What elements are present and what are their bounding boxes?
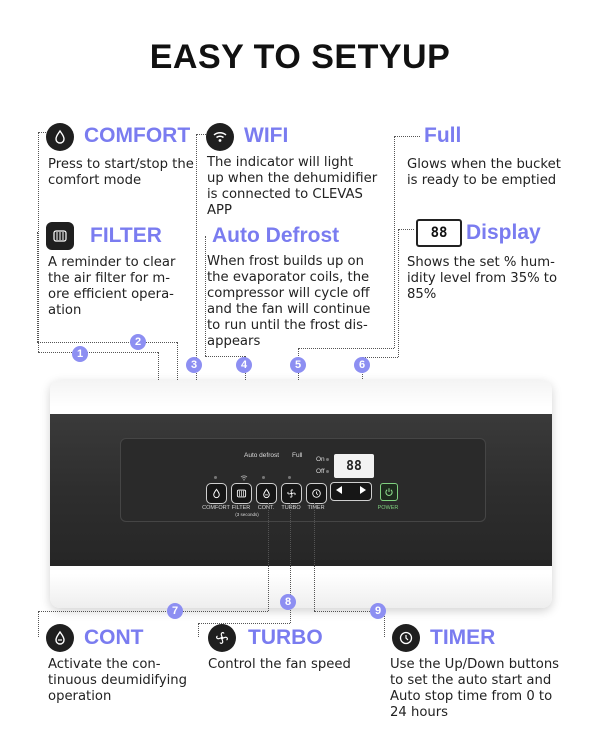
leader-full-bottom (298, 348, 394, 349)
leader-full-top (394, 136, 420, 137)
wifi-icon (206, 123, 234, 151)
turbo-button-label: TURBO (281, 505, 301, 511)
cont-icon (46, 624, 74, 652)
off-indicator (326, 470, 329, 473)
left-arrow-icon[interactable] (336, 486, 342, 494)
marker-1: 1 (72, 346, 88, 362)
cont-desc: Activate the con- tinuous deumidifying o… (48, 657, 188, 704)
leader-cont-down (268, 503, 269, 611)
leader-full (394, 136, 395, 348)
panel-lcd-display: 88 (334, 454, 374, 478)
panel-wifi-icon (240, 466, 248, 485)
leader-turbo-end (198, 623, 199, 637)
power-label: POWER (377, 505, 399, 511)
marker-4: 4 (236, 357, 252, 373)
cont-indicator (262, 476, 265, 479)
marker-7: 7 (167, 603, 183, 619)
leader-cont-end (38, 611, 39, 637)
turbo-desc: Control the fan speed (208, 657, 351, 672)
leader-defrost-bottom (205, 356, 245, 357)
leader-display-bottom (362, 357, 398, 358)
leader-filter-bottom (37, 342, 177, 343)
filter-icon (46, 222, 74, 250)
turbo-indicator (288, 476, 291, 479)
leader-display (398, 229, 399, 357)
panel-auto-defrost-label: Auto defrost (244, 452, 280, 459)
comfort-title: COMFORT (84, 124, 191, 147)
auto-defrost-title: Auto Defrost (212, 224, 340, 247)
turbo-button[interactable] (281, 483, 302, 504)
control-panel-inner (120, 438, 486, 522)
comfort-desc: Press to start/stop the comfort mode (48, 157, 194, 188)
filter-title: FILTER (90, 224, 162, 247)
cont-button[interactable] (256, 483, 277, 504)
leader-filter (37, 232, 38, 342)
timer-button-label: TIMER (307, 505, 325, 511)
timer-icon (392, 624, 420, 652)
leader-comfort (38, 132, 39, 352)
wifi-desc: The indicator will light up when the deh… (207, 155, 378, 218)
leader-timer-down (314, 503, 315, 611)
leader-timer-end (384, 611, 385, 637)
full-title: Full (424, 124, 462, 147)
leader-turbo-horizontal (198, 623, 290, 624)
full-desc: Glows when the bucket is ready to be emp… (407, 157, 561, 188)
marker-2: 2 (130, 334, 146, 350)
power-button[interactable] (380, 483, 398, 501)
display-desc: Shows the set % hum- idity level from 35… (407, 255, 558, 302)
leader-display-top (398, 229, 414, 230)
marker-9: 9 (370, 603, 386, 619)
timer-button[interactable] (306, 483, 327, 504)
filter-button[interactable] (231, 483, 252, 504)
comfort-button-label: COMFORT (202, 505, 230, 511)
leader-comfort-top (38, 132, 46, 133)
leader-timer-horizontal (314, 611, 384, 612)
page-title: EASY TO SETYUP (149, 38, 451, 76)
marker-8: 8 (280, 594, 296, 610)
leader-cont-horizontal (38, 611, 268, 612)
leader-turbo-down (290, 503, 291, 623)
auto-defrost-desc: When frost builds up on the evaporator c… (207, 254, 371, 349)
on-indicator (326, 458, 329, 461)
up-down-buttons[interactable] (330, 482, 372, 501)
comfort-button[interactable] (206, 483, 227, 504)
filter-sub-label: (3 seconds) (235, 512, 259, 517)
turbo-icon (208, 624, 236, 652)
panel-off-label: Off (316, 468, 325, 475)
leader-wifi (196, 134, 197, 364)
panel-on-label: On (316, 456, 325, 463)
marker-6: 6 (354, 357, 370, 373)
wifi-title: WIFI (244, 124, 289, 147)
comfort-indicator (214, 476, 217, 479)
marker-3: 3 (186, 357, 202, 373)
cont-title: CONT (84, 626, 144, 649)
right-arrow-icon[interactable] (360, 486, 366, 494)
turbo-title: TURBO (248, 626, 323, 649)
leader-comfort-bottom (38, 352, 158, 353)
display-icon: 88 (416, 219, 462, 247)
leader-wifi-top (196, 134, 206, 135)
panel-full-label: Full (292, 452, 303, 459)
timer-title: TIMER (430, 626, 496, 649)
timer-desc: Use the Up/Down buttons to set the auto … (390, 657, 560, 720)
leader-defrost (205, 236, 206, 356)
comfort-icon (46, 123, 74, 151)
filter-button-label: FILTER (231, 505, 251, 511)
cont-button-label: CONT. (257, 505, 275, 511)
display-title: Display (466, 221, 541, 244)
filter-desc: A reminder to clear the air filter for m… (48, 255, 176, 318)
marker-5: 5 (290, 357, 306, 373)
